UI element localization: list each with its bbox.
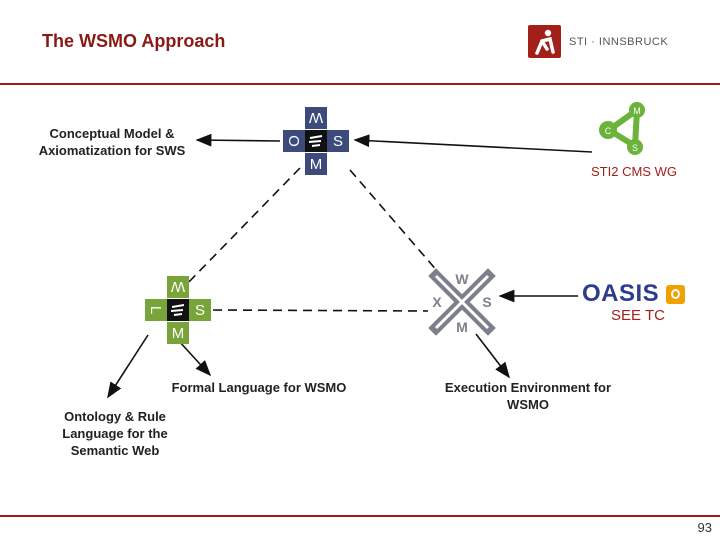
wsml-lang-line2: Language for the (62, 426, 168, 441)
cms-node-m: M (633, 106, 641, 116)
arrow-cms-to-wsmo (353, 134, 593, 153)
wsml-lang-line3: Semantic Web (70, 443, 160, 458)
wsml-formal-label: Formal Language for WSMO (171, 380, 347, 395)
cms-node-c: C (605, 126, 612, 136)
wsml-language-description: Ontology & Rule Language for the Semanti… (40, 408, 190, 459)
cms-logo-icon: M C S (599, 102, 645, 155)
dashed-wsmo-wsmx (349, 169, 446, 281)
wsml-logo-icon: W L S M (145, 276, 211, 344)
wsmx-letter-top: W (455, 271, 469, 287)
wsmo-description: Conceptual Model & Axiomatization for SW… (30, 125, 194, 159)
wsmo-logo-icon: W O S M (283, 107, 349, 175)
footer-divider (0, 515, 720, 517)
wsml-letter-left: L (147, 306, 164, 314)
wsmo-letter-bottom: M (310, 156, 323, 173)
arrow-wsmo-to-desc (195, 133, 281, 147)
wsmx-desc-line2: WSMO (507, 397, 549, 412)
arrow-wsml-to-lang (107, 334, 149, 399)
wsmx-desc-line1: Execution Environment for (444, 380, 612, 395)
dashed-wsml-wsmx (212, 309, 429, 312)
oasis-badge-icon (665, 284, 685, 304)
sti-logo-icon (528, 25, 561, 58)
arrow-wsmx-to-exec (475, 333, 510, 379)
wsml-letter-right: S (195, 302, 205, 319)
page-number: 93 (697, 520, 712, 535)
wsmx-logo-icon: W X S M (428, 268, 496, 336)
wsmo-letter-right: S (333, 133, 343, 150)
wsmo-desc-line1: Conceptual Model & (49, 126, 175, 141)
wsmx-letter-left: X (432, 294, 442, 310)
cms-node-s: S (632, 143, 638, 153)
arrow-wsml-to-formal (177, 339, 212, 377)
wsml-letter-top: W (170, 278, 185, 295)
page-title: The WSMO Approach (42, 31, 226, 51)
wsmx-letter-bottom: M (456, 319, 468, 335)
sti-logo-text: STI · INNSBRUCK (569, 36, 669, 48)
wsmx-description: Execution Environment for WSMO (434, 379, 622, 413)
oasis-logo: OASIS (582, 280, 685, 307)
wsml-lang-line1: Ontology & Rule (64, 409, 166, 424)
dashed-wsmo-wsml (182, 167, 301, 289)
see-tc-label: SEE TC (611, 307, 665, 324)
cms-wg-label: STI2 CMS WG (591, 164, 677, 179)
wsmo-letter-top: W (308, 109, 323, 126)
header-divider (0, 83, 720, 85)
wsml-letter-bottom: M (172, 325, 185, 342)
wsmx-letter-right: S (482, 294, 491, 310)
wsmo-desc-line2: Axiomatization for SWS (38, 143, 186, 158)
wsmo-letter-left: O (285, 135, 302, 147)
oasis-logo-text: OASIS (582, 280, 660, 307)
